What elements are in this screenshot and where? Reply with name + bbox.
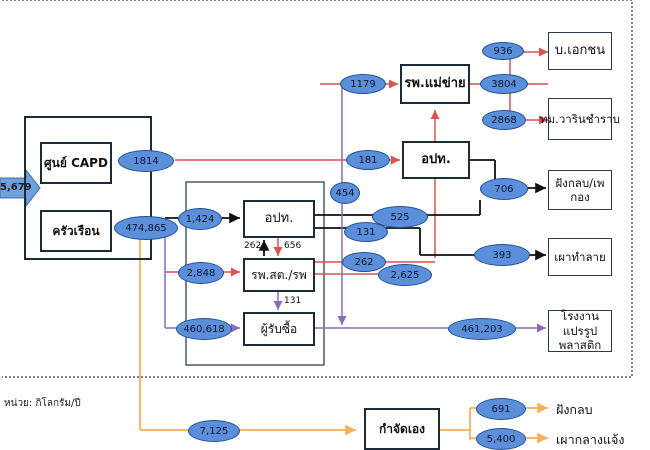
flow-hh-to-opt: 1,424: [178, 208, 222, 230]
flow-to-private: 936: [482, 42, 524, 60]
incineration-node: เผาทำลาย: [548, 238, 612, 276]
private-company-node: บ.เอกชน: [548, 32, 612, 70]
flow-rpst-to-buyer-label: 131: [284, 296, 302, 306]
flow-to-incineration: 393: [474, 244, 530, 266]
self-disposal-node: กำจัดเอง: [364, 408, 440, 450]
opt-right-node: อปท.: [402, 141, 470, 179]
flow-to-warin: 2868: [482, 110, 526, 130]
flow-opt-to-burn: 131: [344, 222, 388, 242]
flow-rpst-to-landfill: 2,625: [378, 264, 432, 286]
flow-capd-to-opt: 1814: [118, 150, 174, 172]
flow-household-total: 474,865: [114, 216, 178, 240]
flow-parent-total: 3804: [480, 74, 528, 94]
flow-rpst-to-parent: 262: [342, 252, 386, 272]
capd-center-node: ศูนย์ CAPD: [40, 142, 112, 184]
flow-buyer-to-recycle: 461,203: [448, 318, 516, 340]
recycling-plant-node: โรงงานแปรรูปพลาสติก: [548, 309, 612, 352]
tm-warin-node: ทม.วารินชำราบ: [540, 98, 620, 140]
bury-dest: ฝังกลบ: [556, 402, 593, 417]
flow-opt-to-landfill: 525: [372, 206, 428, 228]
region-border: [2, 0, 633, 378]
source-group-box: [24, 116, 152, 260]
entry-value: 5,679: [0, 182, 32, 193]
flow-self-burn: 5,400: [476, 428, 526, 450]
flow-opt-right-to-landfill: 706: [480, 178, 528, 200]
flow-self-bury: 691: [476, 398, 526, 420]
parent-hospital-node: รพ.แม่ข่าย: [400, 64, 470, 104]
flow-hh-to-rpst: 2,848: [178, 262, 224, 284]
flow-to-opt-right: 181: [346, 150, 390, 170]
flow-up-454: 454: [330, 182, 360, 204]
flow-hh-self: 7,125: [188, 420, 240, 442]
opt-left-node: อปท.: [243, 200, 315, 238]
entry-arrow: [0, 168, 41, 208]
landfill-node: ฝังกลบ/เพกอง: [548, 170, 612, 210]
flow-rpst-to-opt-label: 656: [284, 241, 302, 251]
open-burn-dest: เผากลางแจ้ง: [556, 432, 625, 447]
rpst-hospital-node: รพ.สต./รพ: [243, 258, 315, 292]
household-node: ครัวเรือน: [40, 210, 112, 252]
flow-opt-to-rpst-label: 262: [244, 241, 262, 251]
buyer-node: ผู้รับซื้อ: [243, 312, 315, 346]
unit-note: หน่วย: กิโลกรัม/ปี: [4, 398, 81, 409]
flow-hh-to-buyer: 460,618: [176, 318, 232, 340]
flow-to-parent: 1179: [340, 74, 386, 94]
